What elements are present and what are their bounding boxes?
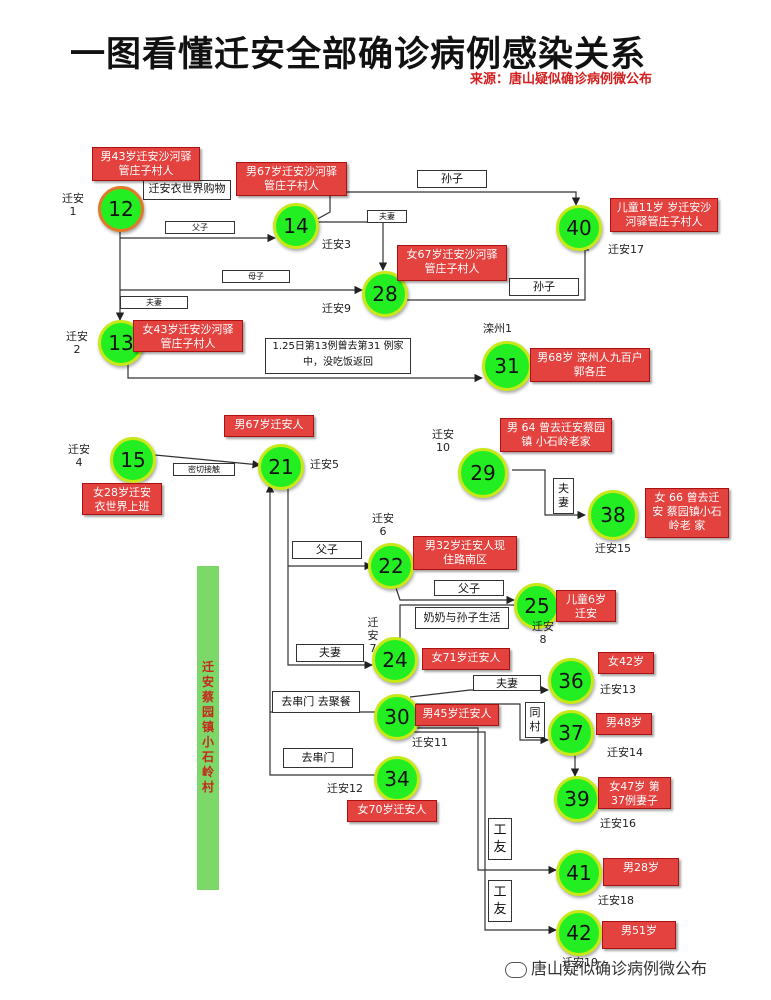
case-description: 女28岁迁安 衣世界上班 xyxy=(82,483,162,515)
case-description: 男67岁迁安人 xyxy=(224,415,314,437)
case-node: 41 xyxy=(556,850,602,896)
relation-label: 夫 妻 xyxy=(553,478,574,514)
case-description: 男28岁 xyxy=(603,858,679,886)
case-node: 31 xyxy=(482,341,532,391)
case-label: 迁安18 xyxy=(598,894,634,907)
relation-label: 父子 xyxy=(434,580,504,596)
case-node: 14 xyxy=(273,203,319,249)
case-label: 迁安 8 xyxy=(532,620,554,646)
relation-note: 1.25日第13例曾去第31 例家中，没吃饭返回 xyxy=(265,338,411,374)
case-label: 迁安 1 xyxy=(62,192,84,218)
case-label: 迁安16 xyxy=(600,817,636,830)
case-description: 男45岁迁安人 xyxy=(415,704,499,726)
case-description: 女42岁 xyxy=(598,652,654,674)
case-node: 37 xyxy=(548,710,594,756)
case-description: 男51岁 xyxy=(602,921,676,949)
case-description: 儿童6岁 迁安 xyxy=(556,590,616,622)
relation-label: 工 友 xyxy=(488,880,512,922)
case-label: 迁安9 xyxy=(322,302,351,315)
case-label: 迁安19 xyxy=(562,956,598,969)
village-label: 迁安蔡园镇小石岭村 xyxy=(201,660,214,794)
case-label: 迁安5 xyxy=(310,458,339,471)
chat-icon xyxy=(505,961,527,978)
case-node: 34 xyxy=(374,756,420,802)
case-label: 迁安13 xyxy=(600,683,636,696)
case-label: 迁安3 xyxy=(322,238,351,251)
case-label: 迁安15 xyxy=(595,542,631,555)
case-description: 女43岁迁安沙河驿 管庄子村人 xyxy=(133,320,243,352)
watermark-text: 唐山疑似确诊病例微公布 xyxy=(531,959,708,978)
relation-label: 孙子 xyxy=(509,278,579,296)
page-title: 一图看懂迁安全部确诊病例感染关系 xyxy=(70,35,647,75)
village-bar xyxy=(197,566,219,890)
relation-label: 夫妻 xyxy=(367,210,407,223)
watermark: 唐山疑似确诊病例微公布 xyxy=(505,955,707,979)
case-label: 迁安 2 xyxy=(66,330,88,356)
case-description: 男67岁迁安沙河驿 管庄子村人 xyxy=(236,162,347,196)
case-description: 女67岁迁安沙河驿 管庄子村人 xyxy=(397,245,507,281)
relation-label: 迁安衣世界购物 xyxy=(143,180,231,200)
relation-label: 密切接触 xyxy=(173,463,235,476)
relation-label: 去串门 去聚餐 xyxy=(272,691,360,713)
case-label: 迁安17 xyxy=(608,243,644,256)
case-description: 男48岁 xyxy=(596,713,652,735)
case-node: 24 xyxy=(372,637,418,683)
case-node: 15 xyxy=(110,437,156,483)
case-label: 迁安14 xyxy=(607,746,643,759)
case-description: 女 66 曾去迁安 蔡园镇小石岭老 家 xyxy=(645,488,729,538)
relation-label: 孙子 xyxy=(417,170,487,188)
case-label: 迁安 6 xyxy=(372,512,394,538)
case-label: 迁安 7 xyxy=(367,616,379,655)
case-node: 39 xyxy=(554,776,600,822)
case-description: 儿童11岁 岁迁安沙河驿管庄子村人 xyxy=(610,198,718,232)
case-node: 21 xyxy=(258,444,304,490)
case-description: 女71岁迁安人 xyxy=(422,648,510,670)
relation-label: 奶奶与孙子生活 xyxy=(415,607,509,629)
case-label: 迁安 4 xyxy=(68,443,90,469)
case-description: 男68岁 滦州人九百户 郭各庄 xyxy=(530,348,650,382)
case-label: 迁安11 xyxy=(412,736,448,749)
case-node: 12 xyxy=(98,186,144,232)
relation-label: 工 友 xyxy=(488,818,512,860)
relation-label: 父子 xyxy=(292,541,362,559)
relation-label: 同 村 xyxy=(525,702,545,738)
relation-label: 夫妻 xyxy=(473,675,541,691)
case-node: 30 xyxy=(374,694,420,740)
relation-label: 去串门 xyxy=(283,748,353,768)
case-node: 38 xyxy=(588,490,638,540)
case-label: 滦州1 xyxy=(483,322,512,335)
source-note: 来源：唐山疑似确诊病例微公布 xyxy=(470,72,653,87)
case-description: 男43岁迁安沙河驿 管庄子村人 xyxy=(92,147,200,181)
case-label: 迁安 10 xyxy=(432,428,454,454)
case-description: 男 64 曾去迁安蔡园镇 小石岭老家 xyxy=(500,418,612,452)
case-node: 40 xyxy=(556,205,602,251)
case-node: 42 xyxy=(556,910,602,956)
case-description: 女70岁迁安人 xyxy=(347,800,437,822)
case-description: 男32岁迁安人现 住路南区 xyxy=(413,536,517,570)
case-node: 29 xyxy=(458,448,508,498)
relation-label: 夫妻 xyxy=(296,644,364,662)
case-node: 36 xyxy=(548,658,594,704)
case-label: 迁安12 xyxy=(327,782,363,795)
relation-label: 父子 xyxy=(165,221,235,234)
relation-label: 夫妻 xyxy=(120,296,188,309)
case-node: 22 xyxy=(368,543,414,589)
case-description: 女47岁 第 37例妻子 xyxy=(598,777,671,809)
relation-label: 母子 xyxy=(222,270,290,283)
